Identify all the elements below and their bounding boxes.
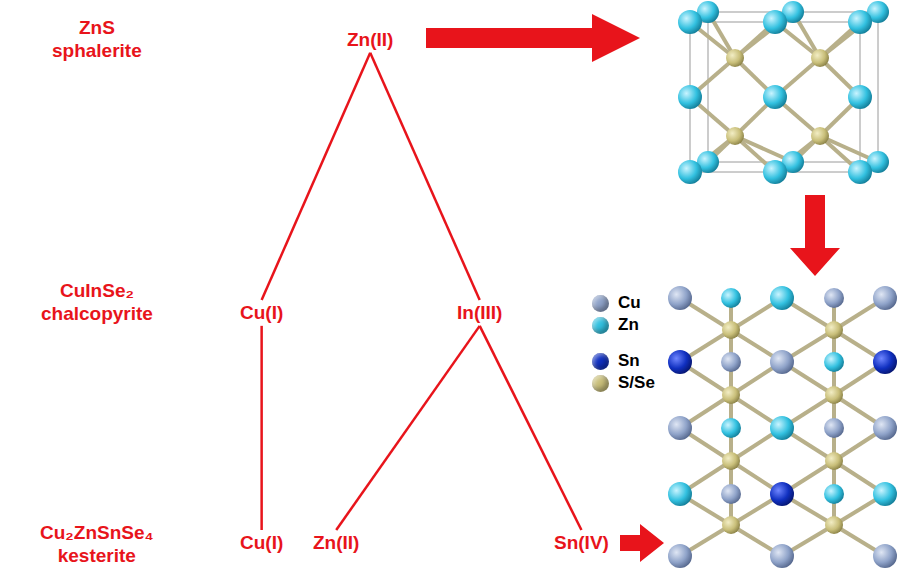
atom-sphere: [668, 416, 692, 440]
atom-sphere: [668, 286, 692, 310]
legend-text: Cu: [618, 293, 641, 313]
atom-sphere: [825, 516, 843, 534]
atom-sphere: [678, 85, 702, 109]
tree-connector: [480, 326, 582, 530]
atom-sphere: [824, 484, 844, 504]
connector-line: [480, 326, 582, 530]
atom-sphere: [873, 286, 897, 310]
atom-sphere: [678, 10, 702, 34]
atom-sphere: [811, 49, 829, 67]
atom-sphere: [763, 10, 787, 34]
tree-connector: [370, 53, 479, 300]
node-text: Cu(I): [240, 302, 283, 324]
atom-sphere: [770, 544, 794, 568]
node-text: Zn(II): [347, 29, 393, 51]
node-text: Sn(IV): [554, 532, 609, 554]
red-arrow: [426, 14, 640, 62]
atom-sphere: [722, 452, 740, 470]
node-text: In(III): [457, 302, 502, 324]
atom-sphere: [721, 352, 741, 372]
sphalerite-cell: [690, 12, 878, 172]
atom-sphere: [848, 85, 872, 109]
legend-swatch: [592, 317, 609, 334]
atom-sphere: [722, 321, 740, 339]
red-arrow: [620, 524, 664, 562]
red-arrow: [790, 195, 840, 276]
atom-sphere: [763, 85, 787, 109]
connector-line: [336, 326, 479, 530]
atom-sphere: [825, 452, 843, 470]
atom-sphere: [721, 484, 741, 504]
compound-label: CuInSe₂ chalcopyrite: [41, 280, 153, 326]
atom-sphere: [722, 516, 740, 534]
atom-sphere: [873, 482, 897, 506]
oxidation-state: Zn(II): [313, 532, 359, 554]
legend-text: Sn: [618, 351, 640, 371]
atom-sphere: [825, 321, 843, 339]
atom-sphere: [726, 49, 744, 67]
atom-sphere: [763, 160, 787, 184]
tree-connector: [262, 53, 371, 300]
atom-sphere: [668, 482, 692, 506]
atom-sphere: [726, 127, 744, 145]
node-text: Zn(II): [313, 532, 359, 554]
atom-sphere: [770, 350, 794, 374]
legend-row: Sn: [592, 351, 640, 371]
atom-sphere: [824, 352, 844, 372]
atom-sphere: [722, 386, 740, 404]
oxidation-state: Zn(II): [347, 29, 393, 51]
legend-row: S/Se: [592, 373, 655, 393]
atom-sphere: [873, 544, 897, 568]
atom-sphere: [825, 386, 843, 404]
oxidation-state: Cu(I): [240, 302, 283, 324]
atom-sphere: [873, 350, 897, 374]
tree-connector: [261, 326, 262, 530]
atom-sphere: [811, 127, 829, 145]
tree-connector: [336, 326, 479, 530]
atom-sphere: [668, 350, 692, 374]
compound-label: ZnS sphalerite: [52, 17, 142, 63]
atom-sphere: [678, 160, 702, 184]
legend-row: Zn: [592, 315, 639, 335]
legend-row: Cu: [592, 293, 641, 313]
atom-sphere: [824, 418, 844, 438]
atom-sphere: [770, 482, 794, 506]
atom-sphere: [848, 160, 872, 184]
atom-sphere: [721, 418, 741, 438]
node-text: Cu(I): [240, 532, 283, 554]
legend-swatch: [592, 295, 609, 312]
atom-sphere: [668, 544, 692, 568]
legend-swatch: [592, 375, 609, 392]
atom-sphere: [721, 288, 741, 308]
oxidation-state: Sn(IV): [554, 532, 609, 554]
oxidation-state: Cu(I): [240, 532, 283, 554]
legend-text: Zn: [618, 315, 639, 335]
atom-sphere: [824, 288, 844, 308]
connector-line: [262, 53, 371, 300]
atom-sphere: [770, 416, 794, 440]
atom-sphere: [873, 416, 897, 440]
compound-label: Cu₂ZnSnSe₄ kesterite: [40, 522, 154, 568]
atom-sphere: [848, 10, 872, 34]
legend-text: S/Se: [618, 373, 655, 393]
connector-line: [260, 326, 263, 530]
legend-swatch: [592, 353, 609, 370]
atom-sphere: [770, 286, 794, 310]
oxidation-state: In(III): [457, 302, 502, 324]
connector-line: [370, 53, 479, 300]
